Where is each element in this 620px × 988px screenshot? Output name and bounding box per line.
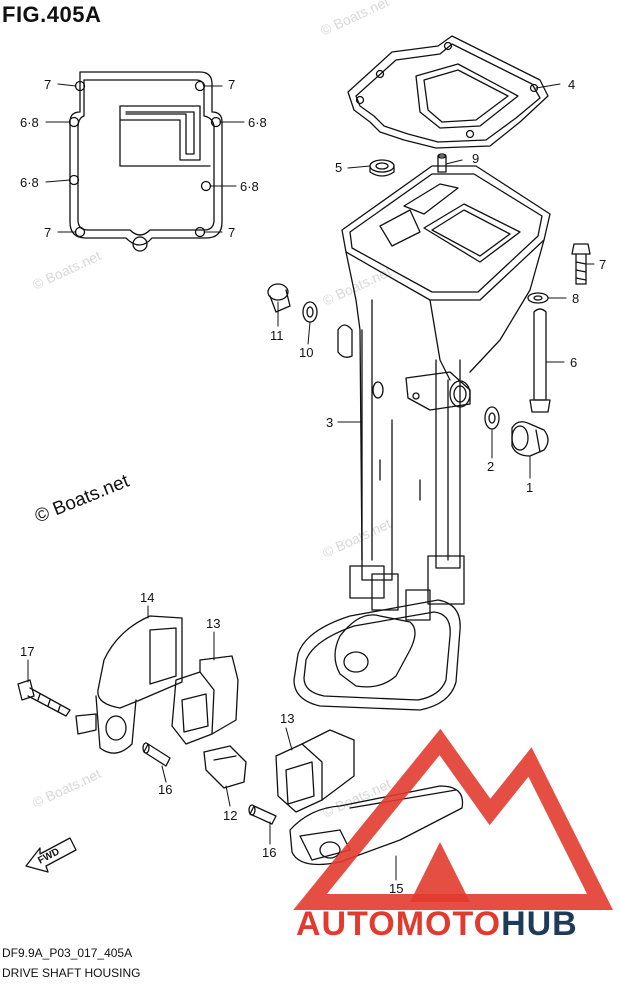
callout-5: 5	[335, 160, 342, 175]
callout-gasket-7-br: 7	[228, 225, 235, 240]
bolt-17	[17, 679, 71, 717]
figure-code: DF9.9A_P03_017_405A	[2, 946, 133, 960]
washer-2	[484, 406, 500, 430]
pin-9	[437, 153, 447, 173]
callout-13-lower: 13	[280, 711, 294, 726]
automotohub-logo-icon	[293, 728, 613, 910]
callout-gasket-7-bl: 7	[44, 225, 51, 240]
gasket-leaders	[45, 83, 245, 233]
callout-4: 4	[568, 77, 575, 92]
drive-shaft-housing	[293, 165, 551, 711]
pin-16-lower	[248, 804, 277, 825]
callout-7: 7	[599, 257, 606, 272]
logo-wordmark: AUTOMOTOHUB	[296, 905, 578, 944]
callout-gasket-68-bl: 6·8	[20, 175, 39, 190]
pin-16-left	[142, 742, 171, 767]
logo-text-part1: AUTOMOTO	[296, 905, 502, 943]
callout-12: 12	[223, 808, 237, 823]
callout-1: 1	[526, 480, 533, 495]
bolt-6	[529, 308, 551, 413]
callout-gasket-7-tr: 7	[228, 77, 235, 92]
callout-13-upper: 13	[206, 616, 220, 631]
callout-6: 6	[570, 355, 577, 370]
callout-16-left: 16	[158, 782, 172, 797]
fwd-arrow-icon	[25, 837, 77, 873]
callout-16-lower: 16	[262, 845, 276, 860]
bracket-14	[75, 615, 183, 754]
callout-9: 9	[472, 151, 479, 166]
callout-gasket-7-tl: 7	[44, 77, 51, 92]
gasket-left	[68, 71, 223, 252]
callout-14: 14	[140, 590, 154, 605]
plug-1	[511, 421, 549, 457]
gasket-top	[347, 35, 549, 149]
callout-3: 3	[326, 415, 333, 430]
callout-8: 8	[572, 291, 579, 306]
callout-gasket-68-tr: 6·8	[248, 115, 267, 130]
callout-15: 15	[389, 881, 403, 896]
callout-2: 2	[487, 459, 494, 474]
figure-caption: DRIVE SHAFT HOUSING	[2, 966, 141, 980]
block-12	[203, 745, 247, 789]
bolt-7	[571, 243, 591, 285]
logo-text-part2: HUB	[501, 905, 578, 943]
plug-11	[267, 283, 291, 313]
callout-10: 10	[299, 345, 313, 360]
callout-gasket-68-tl: 6·8	[20, 115, 39, 130]
gasket-10	[302, 301, 318, 323]
mount-13-upper	[171, 655, 239, 745]
seal-5	[369, 159, 395, 177]
callout-leaders	[27, 83, 595, 881]
callout-11: 11	[270, 328, 284, 343]
washer-8	[527, 292, 549, 304]
callout-gasket-68-br: 6·8	[240, 179, 259, 194]
figure-title: FIG.405A	[2, 2, 102, 27]
mount-13-lower	[275, 729, 355, 813]
callout-17: 17	[20, 644, 34, 659]
